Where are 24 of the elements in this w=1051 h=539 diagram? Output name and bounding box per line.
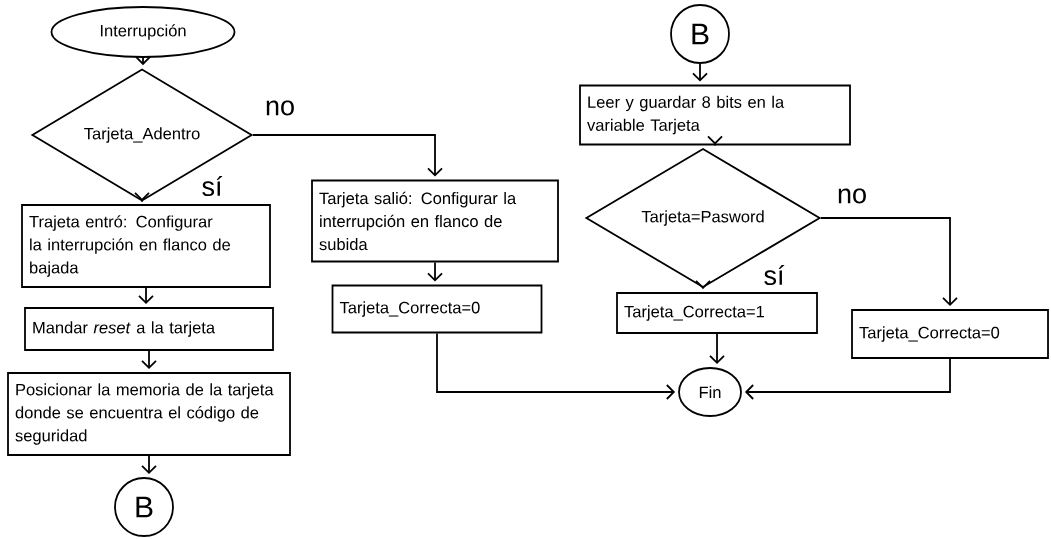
process-box: Tarjeta salió: Configurar la interrupción en flanco de subida [311,179,559,263]
arrow [820,217,958,307]
arrow [141,350,157,370]
arrow [436,332,676,400]
process-box: Tarjeta_Correcta=1 [616,292,818,334]
edge-label: no [264,99,296,117]
process-box: Leer y guardar 8 bits en la variable Tarjeta [579,84,851,146]
terminal-oval: Interrupción [50,6,236,58]
edge-label: no [836,187,869,205]
process-box: Trajeta entró: Configurar la interrupción en flanco de bajada [21,204,271,288]
arrow [709,333,725,365]
edge-label: sí [762,263,786,287]
edge-label: sí [200,174,224,198]
process-box: Mandar reset a la tarjeta [24,307,274,351]
process-box: Tarjeta_Correcta=0 [851,309,1049,359]
arrow [692,63,708,82]
arrow [427,261,443,282]
arrow [252,134,443,177]
terminal-oval: Fin [678,367,742,417]
arrow [138,287,154,305]
arrow [141,455,157,475]
arrow [744,358,951,400]
process-box: Tarjeta_Correcta=0 [331,284,543,334]
process-box: Posicionar la memoria de la tarjeta donde se encuentra el código de seguridad [7,372,291,456]
